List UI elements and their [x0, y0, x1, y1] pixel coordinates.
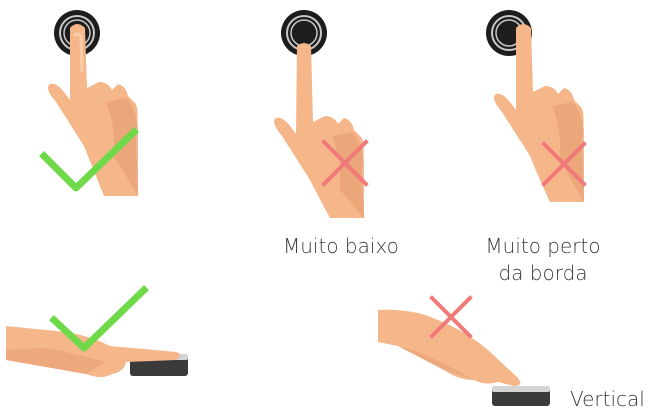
caption-line: Muito perto	[478, 233, 608, 260]
panel-too-close-to-edge: Muito perto da borda	[478, 6, 628, 296]
caption-vertical: Vertical	[570, 386, 650, 413]
caption-line: Muito baixo	[283, 233, 393, 260]
panel-vertical-wrong: Vertical	[378, 290, 651, 410]
caption-too-close-to-edge: Muito perto da borda	[478, 233, 608, 287]
panel-correct-placement	[30, 6, 150, 206]
vertical-finger-illustration	[378, 290, 558, 410]
panel-flat-correct	[6, 284, 196, 394]
flat-finger-illustration	[6, 284, 196, 394]
scanner-device-icon	[492, 386, 550, 406]
caption-too-low: Muito baixo	[283, 233, 393, 260]
caption-line: Vertical	[570, 386, 650, 413]
panel-too-low: Muito baixo	[258, 6, 388, 226]
hand-icon	[274, 43, 364, 218]
finger-low-illustration	[258, 6, 378, 221]
caption-line: da borda	[478, 260, 608, 287]
finger-on-sensor-illustration	[30, 6, 150, 206]
finger-edge-illustration	[478, 6, 598, 206]
